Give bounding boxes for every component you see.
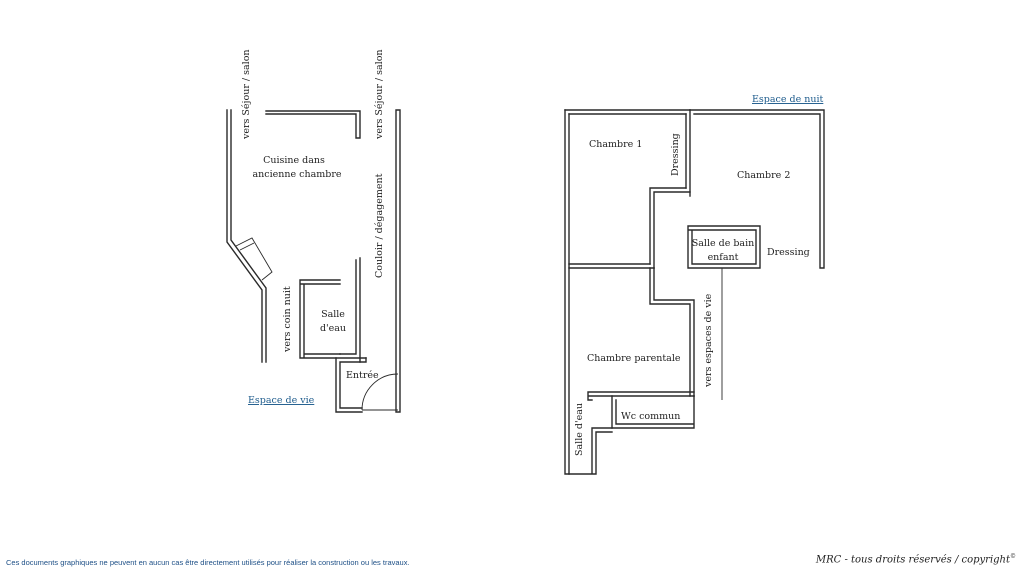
to-living-left-label: vers Séjour / salon: [241, 49, 252, 140]
living-zone-title: Espace de vie: [248, 395, 315, 406]
bedroom1-right-wall: [685, 109, 691, 197]
kitchen-left-wall: [226, 109, 267, 363]
living-zone-plan: vers Séjour / salon vers Séjour / salon …: [226, 49, 401, 413]
entrance-label: Entrée: [346, 370, 379, 381]
corridor-label: Couloir / dégagement: [374, 173, 385, 278]
bedroom2-label: Chambre 2: [737, 170, 790, 181]
footer-disclaimer: Ces documents graphiques ne peuvent en a…: [6, 558, 410, 567]
bedroom2-walls: [689, 109, 825, 269]
night-shower-label: Salle d'eau: [574, 403, 585, 456]
night-zone-plan: Chambre 1 Dressing Chambre 2 Salle de ba…: [564, 94, 825, 475]
night-shower-walls: [568, 427, 613, 475]
master-bedroom-bottom-wall: [587, 391, 695, 401]
entrance-walls: [335, 357, 367, 413]
master-bedroom-walls: [649, 267, 695, 397]
shower-label-line2: d'eau: [320, 323, 346, 334]
kitchen-top-wall: [265, 110, 361, 139]
night-left-wall: [564, 109, 570, 475]
to-living-right-label: vers Séjour / salon: [374, 49, 385, 140]
wc-walls: [611, 395, 695, 429]
copyright-mark: ©: [1010, 553, 1016, 560]
angled-window: [235, 237, 273, 281]
wc-label: Wc commun: [621, 411, 680, 422]
corridor-right-wall: [395, 109, 401, 413]
kids-bath-walls: [687, 225, 761, 269]
shower-room-right-wall: [339, 257, 361, 363]
shower-label-line1: Salle: [321, 309, 345, 320]
shower-room-walls: [299, 279, 367, 359]
bedroom1-label: Chambre 1: [589, 139, 642, 150]
kitchen-label-line2: ancienne chambre: [253, 169, 342, 180]
bedroom1-top-wall: [564, 109, 691, 115]
entrance-door: [361, 373, 399, 411]
kids-bath-label-line2: enfant: [708, 252, 739, 263]
night-zone-title: Espace de nuit: [752, 94, 824, 105]
kids-bath-label-line1: Salle de bain: [692, 238, 755, 249]
master-bedroom-label: Chambre parentale: [587, 353, 681, 364]
dressing1-label: Dressing: [670, 133, 681, 176]
footer-copyright: MRC - tous droits réservés / copyright©: [816, 553, 1016, 565]
copyright-text: MRC - tous droits réservés / copyright: [815, 554, 1010, 566]
to-living-spaces-label: vers espaces de vie: [703, 293, 714, 388]
dressing1-walls: [649, 187, 691, 269]
bedroom1-bottom-wall: [568, 263, 655, 269]
to-night-corner-label: vers coin nuit: [282, 286, 293, 353]
kitchen-label-line1: Cuisine dans: [263, 155, 325, 166]
dressing2-label: Dressing: [767, 247, 810, 258]
